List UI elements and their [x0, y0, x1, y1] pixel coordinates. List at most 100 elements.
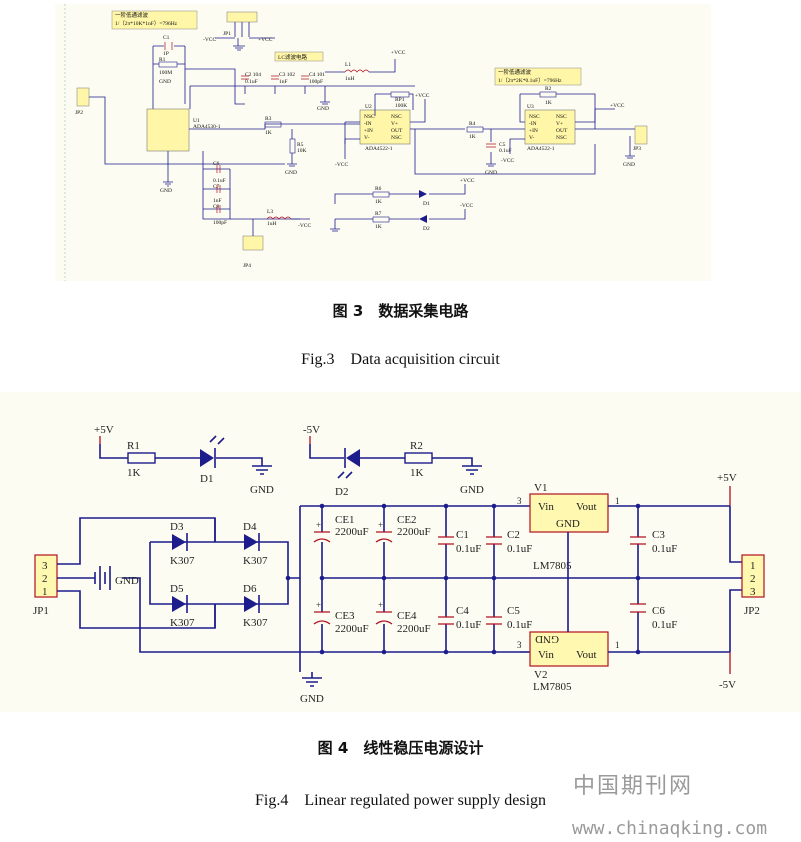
gnd-top-right: GND: [460, 484, 484, 496]
c6-label: C6: [213, 161, 220, 167]
c6-value: 0.1uF: [652, 619, 677, 631]
u3-vcc: +VCC: [610, 103, 625, 109]
jp2-pin3: 3: [750, 586, 756, 598]
v2-gnd: GND: [535, 633, 559, 645]
c1-value: 0.1uF: [456, 543, 481, 555]
plus5v-top-left: +5V: [94, 424, 114, 436]
u3-part: ADA4522-1: [527, 146, 555, 152]
v1-pin3: 3: [517, 496, 522, 506]
c4-value: 100pF: [309, 79, 323, 85]
c8-value: 100pF: [213, 220, 227, 226]
c6-value: 0.1uF: [213, 178, 226, 184]
feedback-c1-r1: C1 1P R1 100M GND: [152, 35, 245, 109]
electrolytic-caps: + CE1 2200uF + CE2 2200uF + CE3 2200uF +…: [313, 514, 431, 635]
gnd-fig3-5: GND: [485, 170, 497, 176]
plus5v-led-branch: +5V R1 1K D1 GND: [94, 424, 274, 496]
u3-pin7: V+: [556, 121, 563, 127]
r5-value: 10K: [297, 148, 307, 154]
r7-value: 1K: [375, 224, 382, 230]
r3-label: R3: [265, 116, 272, 122]
ce4-value: 2200uF: [397, 623, 431, 635]
jp2-label: JP2: [75, 110, 83, 116]
jp1-header: JP1 -VCC +VCC: [203, 11, 275, 51]
jp1-label: JP1: [33, 605, 49, 617]
v1-vout: Vout: [576, 501, 597, 513]
r2-label: R2: [410, 440, 423, 452]
u2-pin2: -IN: [364, 121, 372, 127]
c1-label: C1: [163, 35, 170, 41]
u2-vcc: +VCC: [415, 93, 430, 99]
u1-part: ADA4530-1: [193, 124, 221, 130]
r3-value: 1K: [265, 130, 272, 136]
u2-part: ADA4522-1: [365, 146, 393, 152]
ce4-plus: +: [378, 600, 383, 610]
d2-minus-vcc: -VCC: [460, 203, 473, 209]
ce3-label: CE3: [335, 610, 355, 622]
bridge-rectifier: GND D3 K307 D4 K307 D5 K307 D6 K307: [57, 517, 520, 653]
d4-part: K307: [243, 555, 268, 567]
u1-chip: U1 ADA4530-1 GND: [146, 108, 365, 194]
regulator-v1: Vin Vout GND V1 LM7805 3 1: [517, 482, 730, 578]
r1-label: R1: [127, 440, 140, 452]
resistor-r3: R3 1K: [264, 116, 282, 136]
fig4-caption-zh: 图 4 线性稳压电源设计: [317, 739, 484, 757]
minus5v-right: -5V: [719, 679, 736, 691]
filter2-note-line2: 1/（2π*2K*0.1uF）=796Hz: [498, 77, 562, 84]
u2-pin3: +IN: [364, 128, 373, 134]
watermark-zh: 中国期刊网: [573, 774, 694, 799]
rp1-value: 100K: [395, 103, 407, 109]
decoupling-c2-c4: C2 104 0.1uF C3 102 1nF C4 101 100pF GND: [189, 72, 415, 112]
ce1-label: CE1: [335, 514, 355, 526]
r2-value: 1K: [410, 467, 424, 479]
fig4-svg: +5V R1 1K D1 GND -5V D2 R2 1K GND 3 2 1 …: [33, 424, 765, 705]
jp2-connector: +5V -5V 1 2 3 JP2: [717, 472, 765, 691]
jp3-label: JP3: [633, 146, 641, 152]
l1-value: 1uH: [345, 76, 355, 82]
c4-label: C4: [456, 605, 469, 617]
u3-pin3: +IN: [529, 128, 538, 134]
lc-filter-note: LC滤波电路: [274, 51, 324, 62]
ce2-label: CE2: [397, 514, 417, 526]
r2-label: R2: [545, 86, 552, 92]
d6-label: D6: [243, 583, 257, 595]
c7-label: C7: [213, 184, 220, 190]
jp1-pin3: 3: [42, 560, 48, 572]
c7-value: 1nF: [213, 198, 222, 204]
supply-rails: GND: [299, 503, 760, 705]
r2-value: 1K: [545, 100, 552, 106]
c2-label: C2 104: [245, 72, 261, 78]
c6-label: C6: [652, 605, 665, 617]
u2-label: U2: [365, 104, 372, 110]
inductor-l1: L1 1uH +VCC: [325, 50, 406, 82]
u2-pin1: NSC: [364, 114, 375, 120]
c3-label: C3: [652, 529, 665, 541]
ce1-value: 2200uF: [335, 526, 369, 538]
filter1-note-line1: 一阶低通滤波: [115, 11, 149, 19]
resistor-r5: R5 10K GND: [285, 129, 307, 176]
c3-label: C3 102: [279, 72, 295, 78]
c4-value: 0.1uF: [456, 619, 481, 631]
v2-part: LM7805: [533, 681, 572, 693]
l3-minus-vcc: -VCC: [298, 223, 311, 229]
u3-pin1: NSC: [529, 114, 540, 120]
d5-label: D5: [170, 583, 184, 595]
v2-label: V2: [534, 669, 547, 681]
v1-gnd: GND: [556, 518, 580, 530]
ceramic-caps: C1 0.1uF C2 0.1uF C4 0.1uF C5 0.1uF C3 0…: [438, 503, 677, 655]
c1-value: 1P: [163, 51, 169, 57]
jp2-label: JP2: [744, 605, 760, 617]
c2-value: 0.1uF: [507, 543, 532, 555]
u2-pin4: V-: [364, 135, 369, 141]
c5-value: 0.1uF: [499, 148, 512, 154]
r1-value: 100M: [159, 70, 172, 76]
r4-value: 1K: [469, 134, 476, 140]
gnd-bottom: GND: [300, 693, 324, 705]
c5-label: C5: [507, 605, 520, 617]
jp2-pin1: 1: [750, 560, 756, 572]
r7-label: R7: [375, 211, 382, 217]
v1-part: LM7805: [533, 560, 572, 572]
l1-vcc: +VCC: [391, 50, 406, 56]
d1-vcc: +VCC: [460, 178, 475, 184]
c3-value: 0.1uF: [652, 543, 677, 555]
ce3-value: 2200uF: [335, 623, 369, 635]
